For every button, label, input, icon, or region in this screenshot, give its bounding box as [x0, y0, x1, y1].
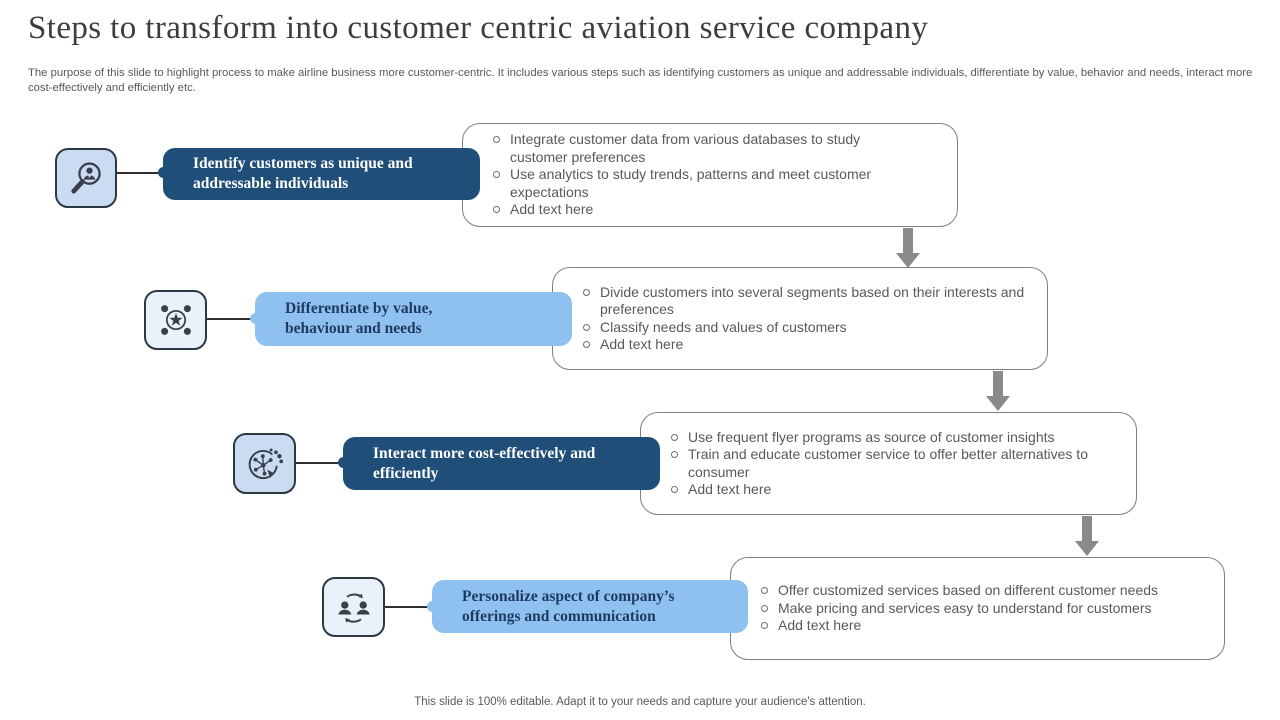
people-exchange-icon: [333, 586, 375, 628]
star-segments-icon: [155, 299, 197, 341]
step3-icon-box: [233, 433, 296, 494]
circle-bullet-icon: [583, 341, 590, 348]
down-arrow-icon: [986, 371, 1010, 411]
step2-connector-dot: [250, 313, 261, 324]
step2-connector-line: [206, 318, 256, 320]
circle-bullet-icon: [583, 288, 590, 296]
step4-connector-line: [384, 606, 433, 608]
circle-bullet-icon: [761, 587, 768, 595]
circle-bullet-icon: [671, 486, 678, 493]
down-arrow-icon: [1075, 516, 1099, 556]
step3-label-text: Interact more cost-effectively and effic…: [373, 444, 596, 482]
page-title: Steps to transform into customer centric…: [28, 10, 929, 46]
step1-connector-line: [116, 172, 164, 174]
search-person-icon: [65, 157, 107, 199]
circle-bullet-icon: [671, 451, 678, 458]
list-item: Train and educate customer service to of…: [671, 446, 1128, 481]
step2-detail-box: Divide customers into several segments b…: [552, 267, 1048, 370]
circle-bullet-icon: [493, 206, 500, 214]
circle-bullet-icon: [761, 622, 768, 630]
step2-label-text: Differentiate by value, behaviour and ne…: [285, 300, 433, 337]
list-item: Add text here: [493, 201, 892, 219]
step3-detail-box: Use frequent flyer programs as source of…: [640, 412, 1137, 515]
step2-label: Differentiate by value, behaviour and ne…: [255, 292, 572, 346]
list-item: Integrate customer data from various dat…: [493, 131, 892, 166]
step4-label: Personalize aspect of company’s offering…: [432, 580, 748, 633]
list-item: Classify needs and values of customers: [583, 319, 1038, 337]
step4-icon-box: [322, 577, 385, 637]
step3-connector-line: [295, 462, 344, 464]
network-touch-icon: [244, 443, 286, 485]
circle-bullet-icon: [583, 323, 590, 331]
step1-label: Identify customers as unique and address…: [163, 148, 480, 200]
list-item: Make pricing and services easy to unders…: [761, 600, 1158, 618]
list-item: Add text here: [761, 617, 1158, 635]
list-item: Divide customers into several segments b…: [583, 284, 1038, 319]
list-item: Offer customized services based on diffe…: [761, 582, 1158, 600]
step4-label-text: Personalize aspect of company’s offering…: [462, 587, 675, 625]
step1-connector-dot: [158, 167, 169, 178]
list-item: Add text here: [671, 481, 1128, 499]
circle-bullet-icon: [493, 136, 500, 144]
footer-note: This slide is 100% editable. Adapt it to…: [414, 696, 866, 708]
circle-bullet-icon: [493, 171, 500, 179]
circle-bullet-icon: [761, 604, 768, 612]
list-item: Use analytics to study trends, patterns …: [493, 166, 892, 201]
step2-icon-box: [144, 290, 207, 350]
step1-icon-box: [55, 148, 117, 208]
step3-label: Interact more cost-effectively and effic…: [343, 437, 660, 490]
step1-detail-box: Integrate customer data from various dat…: [462, 123, 958, 227]
list-item: Add text here: [583, 336, 1038, 354]
down-arrow-icon: [896, 228, 920, 268]
step1-label-text: Identify customers as unique and address…: [193, 155, 413, 192]
list-item: Use frequent flyer programs as source of…: [671, 429, 1128, 447]
step4-detail-box: Offer customized services based on diffe…: [730, 557, 1225, 660]
circle-bullet-icon: [671, 433, 678, 441]
step4-connector-dot: [427, 601, 438, 612]
slide-description: The purpose of this slide to highlight p…: [28, 67, 1253, 94]
step3-connector-dot: [338, 457, 349, 468]
